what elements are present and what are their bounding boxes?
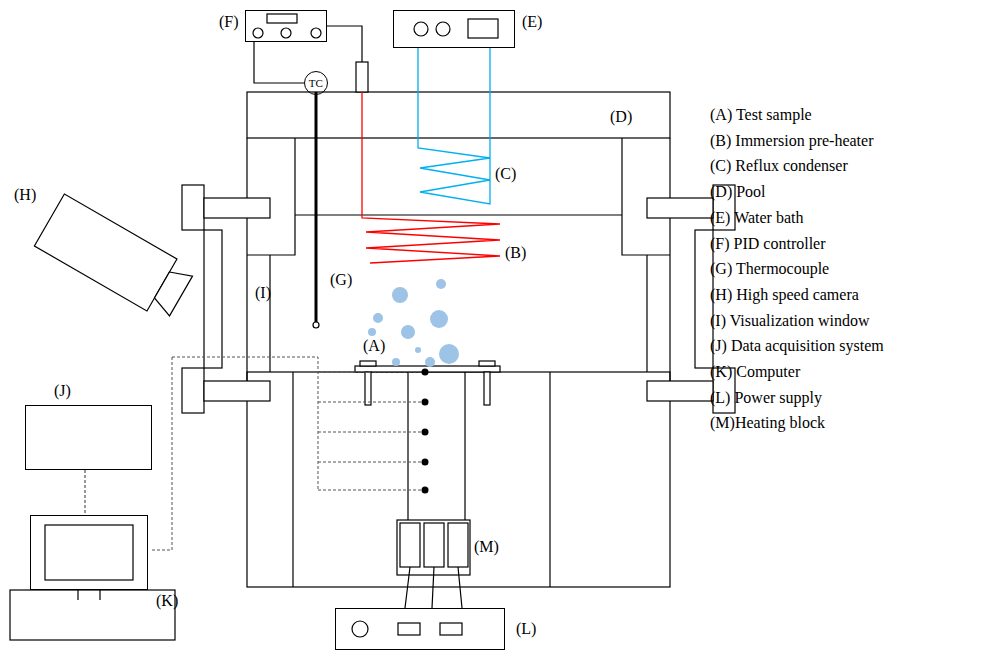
callout-letter: (C) xyxy=(495,165,516,183)
key-entry: (F) PID controller xyxy=(710,235,826,253)
visualization-window xyxy=(182,138,735,413)
thermocouple-leads xyxy=(150,357,429,550)
callout-letter: (B) xyxy=(505,244,526,262)
device-details xyxy=(10,14,498,640)
test-sample xyxy=(355,361,500,405)
callout-letter: (E) xyxy=(522,13,542,31)
connector-wire xyxy=(254,42,304,83)
pool-vessel xyxy=(247,92,670,587)
key-entry: (B) Immersion pre-heater xyxy=(710,132,873,150)
key-entry: (G) Thermocouple xyxy=(710,260,829,278)
key-entry: (D) Pool xyxy=(710,183,766,201)
callout-letter: (G) xyxy=(330,271,352,289)
key-entry: (J) Data acquisition system xyxy=(710,337,884,355)
key-entry: (I) Visualization window xyxy=(710,312,870,330)
computer-monitor: (K) xyxy=(30,515,148,590)
key-entry: (K) Computer xyxy=(710,363,800,381)
key-entry: (C) Reflux condenser xyxy=(710,157,848,175)
connector-wire xyxy=(84,470,85,515)
thermocouple xyxy=(313,92,319,328)
heating-block xyxy=(397,372,470,608)
callout-letter: (F) xyxy=(219,13,239,31)
data-acquisition-box: (J) xyxy=(25,405,152,470)
callout-letter: (D) xyxy=(610,108,632,126)
reflux-condenser xyxy=(418,48,490,204)
immersion-preheater xyxy=(356,62,500,263)
key-entry: (E) Water bath xyxy=(710,209,803,227)
callout-letter: (L) xyxy=(516,620,536,638)
key-entry: (A) Test sample xyxy=(710,106,812,124)
callout-letter: (I) xyxy=(255,284,271,302)
power-supply: (L) xyxy=(335,608,505,650)
thermocouple-circle: TC xyxy=(304,71,328,95)
pid-controller: (F) xyxy=(245,10,327,42)
key-entry: (M)Heating block xyxy=(710,414,825,432)
callout-letter: (M) xyxy=(474,538,499,556)
key-entry: (L) Power supply xyxy=(710,389,822,407)
callout-letter: (J) xyxy=(54,382,71,400)
callout-letter: (A) xyxy=(363,337,385,355)
key-entry: (H) High speed camera xyxy=(710,286,859,304)
node-text: TC xyxy=(309,77,323,89)
high-speed-camera xyxy=(34,194,196,322)
callout-letter: (K) xyxy=(156,592,178,610)
water-bath: (E) xyxy=(393,10,515,48)
callout-letter: (H) xyxy=(14,186,36,204)
